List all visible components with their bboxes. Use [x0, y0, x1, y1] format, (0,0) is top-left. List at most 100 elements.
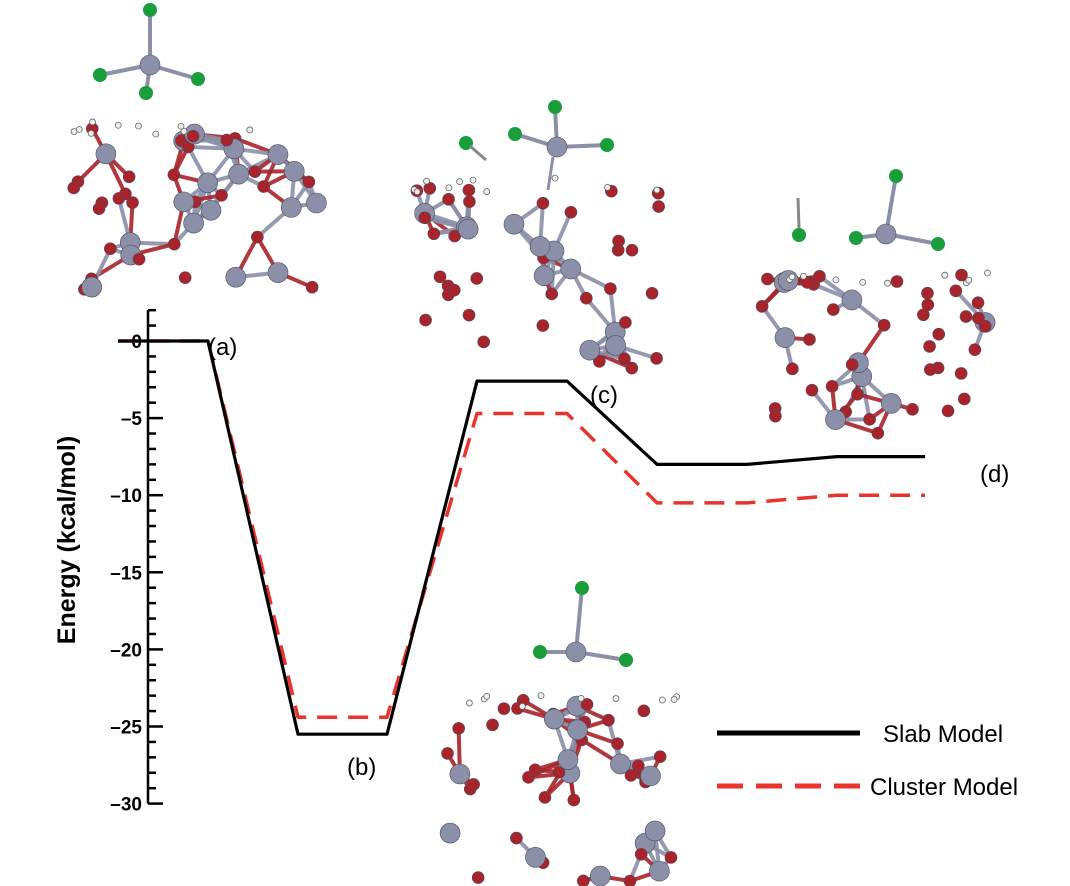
o-atom	[611, 737, 624, 750]
o-atom	[769, 409, 782, 423]
bond	[469, 144, 487, 162]
o-atom	[851, 387, 864, 401]
ti-atom	[644, 820, 666, 842]
o-atom	[602, 713, 615, 727]
ti-atom	[200, 199, 222, 221]
ti-atom	[228, 163, 249, 185]
o-atom	[921, 286, 934, 300]
o-atom	[645, 286, 659, 300]
o-atom	[949, 284, 963, 298]
o-atom	[104, 242, 117, 256]
ti-cl-bond	[574, 587, 584, 653]
ti-atom	[579, 339, 601, 361]
ti-atom	[81, 276, 103, 298]
ti-atom	[525, 846, 546, 868]
o-atom	[538, 791, 552, 804]
bond	[546, 156, 555, 191]
o-atom	[67, 181, 81, 195]
o-atom	[132, 252, 146, 266]
h-atom	[653, 186, 661, 194]
y-tick-label: –15	[110, 563, 142, 584]
o-atom	[186, 129, 200, 143]
o-atom	[486, 718, 499, 732]
o-atom	[462, 308, 476, 322]
h-atom	[984, 269, 991, 277]
o-atom	[580, 698, 594, 711]
cl-atom	[139, 86, 153, 100]
o-atom	[625, 243, 639, 257]
o-atom	[528, 763, 542, 777]
h-atom	[670, 696, 678, 703]
o-atom	[248, 165, 262, 178]
o-atom	[955, 268, 968, 282]
o-atom	[564, 205, 578, 219]
series-layer	[118, 339, 925, 736]
o-atom	[423, 181, 437, 195]
o-atom	[923, 340, 936, 353]
cluster-model-line	[118, 339, 925, 719]
h-atom	[152, 130, 160, 138]
structure-a	[67, 3, 327, 298]
o-atom	[845, 358, 859, 371]
o-atom	[220, 133, 234, 147]
o-atom	[932, 327, 946, 341]
o-atom	[618, 352, 631, 366]
o-atom	[924, 363, 937, 376]
h-atom	[87, 129, 95, 137]
h-atom	[659, 696, 666, 704]
ti-atom	[529, 236, 551, 257]
h-atom	[469, 176, 477, 184]
ti-atom	[557, 749, 579, 770]
o-atom	[803, 333, 816, 346]
o-atom	[871, 426, 885, 440]
h-atom	[537, 692, 545, 700]
o-atom	[664, 851, 678, 864]
ti-atom	[649, 860, 670, 882]
h-atom	[965, 276, 973, 284]
o-atom	[805, 383, 819, 397]
h-atom	[456, 178, 464, 186]
o-atom	[825, 380, 839, 393]
ti-atom	[439, 822, 461, 844]
legend-label: Slab Model	[883, 721, 1003, 748]
ti-atom	[183, 212, 204, 234]
o-atom	[567, 793, 581, 807]
o-atom	[251, 230, 264, 244]
cl-atom	[619, 653, 633, 667]
ti-atom	[95, 143, 117, 165]
ti-atom	[225, 266, 247, 288]
h-atom	[114, 121, 122, 129]
h-atom	[604, 183, 611, 191]
molecular-structures	[67, 3, 996, 886]
ti-atom	[567, 719, 588, 741]
o-atom	[427, 227, 441, 241]
o-atom	[418, 211, 432, 225]
structure-b	[439, 581, 681, 886]
o-atom	[826, 303, 840, 316]
o-atom	[863, 413, 876, 426]
y-tick-label: –10	[110, 486, 142, 507]
h-atom	[612, 695, 620, 702]
cl-atom	[600, 138, 614, 152]
h-atom	[577, 694, 585, 702]
o-atom	[126, 196, 139, 209]
ti-atom	[640, 765, 661, 787]
y-tick-label: –20	[110, 640, 142, 661]
o-atom	[302, 175, 316, 189]
o-atom	[619, 316, 632, 329]
o-atom	[462, 183, 476, 197]
cl-atom	[889, 169, 903, 183]
cl-atom	[575, 581, 589, 595]
ti-atom	[589, 865, 611, 886]
cl-atom	[849, 231, 863, 245]
ti-atom	[449, 763, 471, 785]
h-atom	[941, 271, 949, 279]
o-atom	[419, 313, 432, 327]
o-atom	[761, 272, 774, 286]
o-atom	[305, 280, 319, 294]
o-atom	[447, 283, 461, 297]
o-atom	[178, 271, 192, 284]
cl-atom	[508, 127, 522, 141]
h-atom	[75, 126, 83, 133]
h-atom	[135, 122, 142, 130]
